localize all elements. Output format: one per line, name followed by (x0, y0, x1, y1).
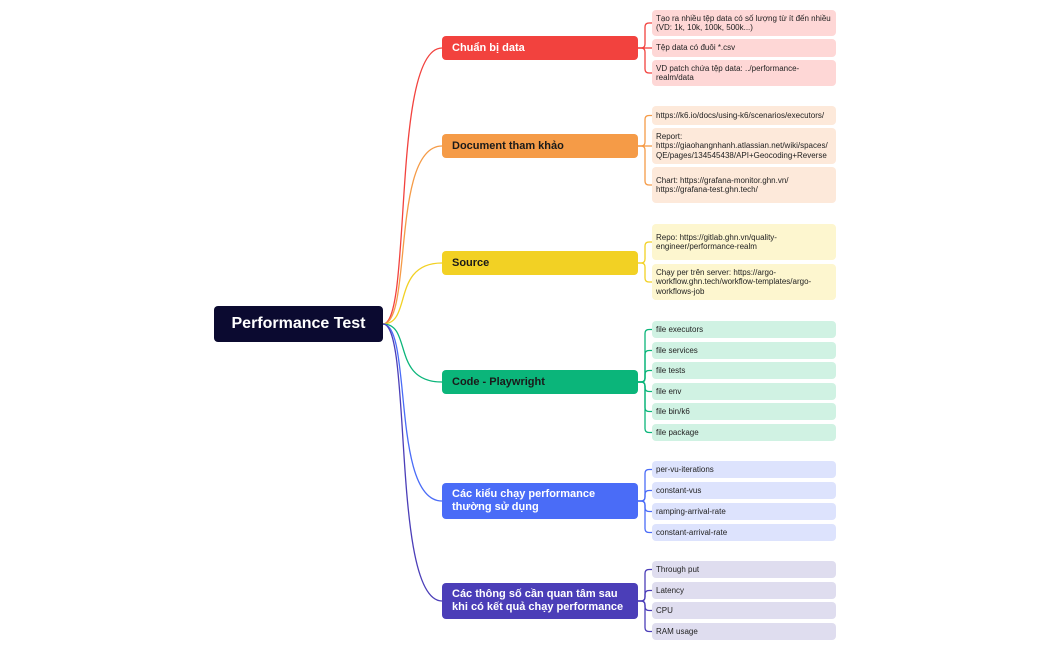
leaf-node[interactable]: Repo: https://gitlab.ghn.vn/quality-engi… (652, 224, 836, 260)
leaf-label: RAM usage (656, 626, 698, 636)
leaf-node[interactable]: VD patch chứa tệp data: ../performance-r… (652, 60, 836, 86)
leaf-node[interactable]: ramping-arrival-rate (652, 503, 836, 520)
leaf-label: Tạo ra nhiều tệp data có số lượng từ ít … (656, 13, 831, 32)
leaf-node[interactable]: file services (652, 342, 836, 359)
leaf-node[interactable]: Chạy per trên server: https://argo-workf… (652, 264, 836, 300)
leaf-label: file services (656, 345, 698, 355)
root-branch-connector (382, 262, 443, 325)
branch-leaf-connector (638, 369, 652, 383)
leaf-node[interactable]: Chart: https://grafana-monitor.ghn.vn/ h… (652, 167, 836, 203)
leaf-label: file tests (656, 365, 686, 375)
leaf-label: Through put (656, 564, 700, 574)
branch-leaf-connector (638, 500, 652, 534)
branch-node[interactable]: Chuẩn bị data (442, 36, 638, 60)
root-branch-connector (382, 323, 443, 502)
leaf-node[interactable]: per-vu-iterations (652, 461, 836, 478)
branch-label: Source (452, 256, 490, 269)
leaf-label: Repo: https://gitlab.ghn.vn/quality-engi… (656, 232, 777, 251)
branch-label: Code - Playwright (452, 375, 545, 388)
leaf-label: Report: https://giaohangnhanh.atlassian.… (656, 131, 828, 160)
branch-leaf-connector (638, 589, 652, 602)
leaf-node[interactable]: file bin/k6 (652, 403, 836, 420)
branch-label: Document tham khảo (452, 139, 564, 152)
branch-leaf-connector (638, 262, 652, 283)
leaf-label: Chart: https://grafana-monitor.ghn.vn/ h… (656, 175, 789, 194)
branch-node[interactable]: Các thông số cần quan tâm sau khi có kết… (442, 583, 638, 619)
leaf-node[interactable]: Tệp data có đuôi *.csv (652, 39, 836, 57)
leaf-label: ramping-arrival-rate (656, 506, 726, 516)
leaf-label: constant-vus (656, 485, 702, 495)
branch-leaf-connector (638, 241, 652, 264)
branch-leaf-connector (638, 600, 652, 633)
root-branch-connector (382, 323, 443, 602)
branch-leaf-connector (638, 489, 652, 502)
leaf-label: per-vu-iterations (656, 464, 714, 474)
branch-node[interactable]: Document tham khảo (442, 134, 638, 158)
leaf-label: VD patch chứa tệp data: ../performance-r… (656, 63, 800, 82)
leaf-label: file env (656, 386, 682, 396)
leaf-node[interactable]: CPU (652, 602, 836, 619)
leaf-node[interactable]: file package (652, 424, 836, 441)
leaf-label: file package (656, 427, 699, 437)
branch-leaf-connector (638, 145, 652, 186)
leaf-label: file bin/k6 (656, 406, 690, 416)
branch-label: Các thông số cần quan tâm sau khi có kết… (452, 588, 624, 613)
root-branch-connector (382, 47, 443, 325)
leaf-node[interactable]: file env (652, 383, 836, 400)
leaf-node[interactable]: Latency (652, 582, 836, 599)
branch-node[interactable]: Các kiểu chạy performance thường sử dụng (442, 483, 638, 519)
leaf-node[interactable]: Through put (652, 561, 836, 578)
leaf-node[interactable]: https://k6.io/docs/using-k6/scenarios/ex… (652, 106, 836, 125)
branch-label: Chuẩn bị data (452, 41, 525, 54)
leaf-node[interactable]: RAM usage (652, 623, 836, 640)
leaf-node[interactable]: file tests (652, 362, 836, 379)
leaf-node[interactable]: Report: https://giaohangnhanh.atlassian.… (652, 128, 836, 164)
leaf-node[interactable]: constant-arrival-rate (652, 524, 836, 541)
branch-node[interactable]: Source (442, 251, 638, 275)
branch-leaf-connector (638, 22, 652, 49)
root-branch-connector (382, 323, 443, 383)
leaf-label: Latency (656, 585, 685, 595)
leaf-label: constant-arrival-rate (656, 527, 728, 537)
root-branch-connector (382, 145, 443, 325)
leaf-label: Chạy per trên server: https://argo-workf… (656, 267, 812, 296)
leaf-node[interactable]: constant-vus (652, 482, 836, 499)
leaf-label: CPU (656, 605, 673, 615)
branch-node[interactable]: Code - Playwright (442, 370, 638, 394)
branch-leaf-connector (638, 114, 652, 147)
root-label: Performance Test (231, 315, 366, 332)
leaf-label: Tệp data có đuôi *.csv (656, 43, 736, 53)
branch-leaf-connector (638, 47, 652, 74)
leaf-node[interactable]: Tạo ra nhiều tệp data có số lượng từ ít … (652, 10, 836, 36)
branch-label: Các kiểu chạy performance thường sử dụng (452, 488, 596, 513)
branch-leaf-connector (638, 381, 652, 434)
leaf-node[interactable]: file executors (652, 321, 836, 338)
leaf-label: file executors (656, 324, 704, 334)
leaf-label: https://k6.io/docs/using-k6/scenarios/ex… (656, 110, 825, 120)
root-node[interactable]: Performance Test (214, 306, 383, 342)
